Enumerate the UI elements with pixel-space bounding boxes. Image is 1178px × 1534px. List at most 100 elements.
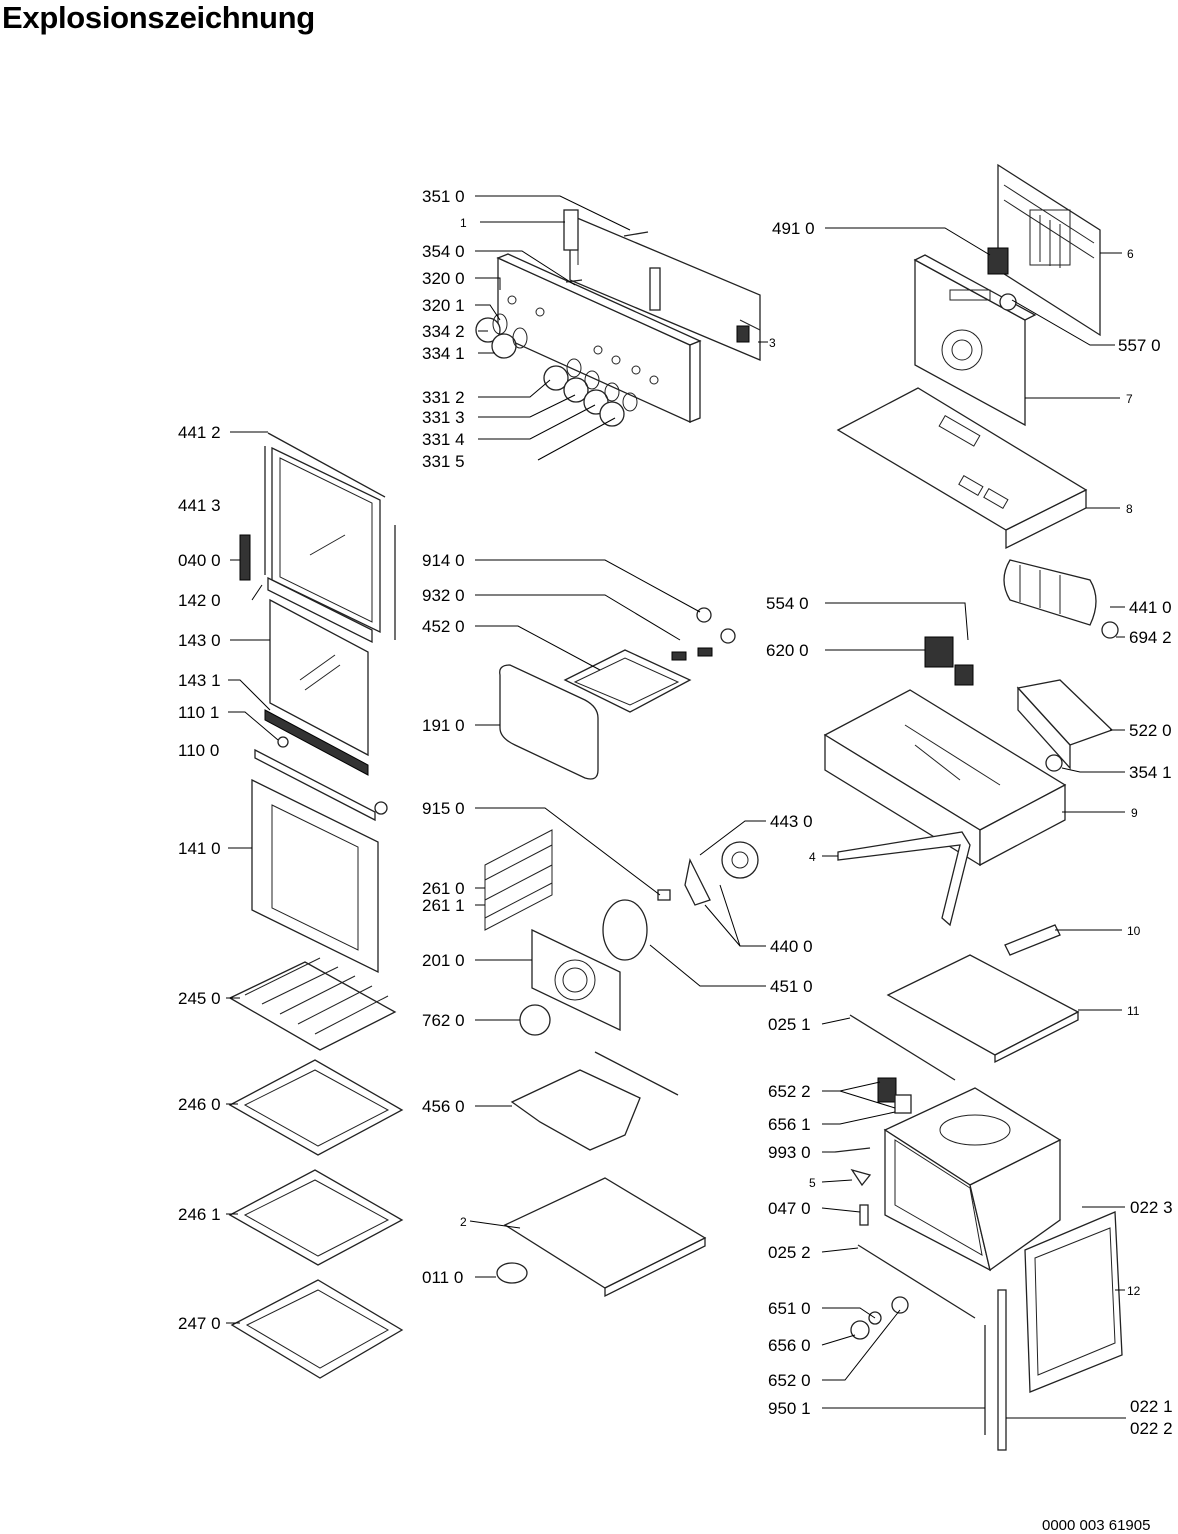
label-261-0: 261 0 — [422, 879, 465, 898]
door-strip-drawing — [254, 709, 388, 822]
base-plate-11-drawing — [849, 954, 1080, 1081]
label-334-1: 334 1 — [422, 344, 465, 363]
label-762-0: 762 0 — [422, 1011, 465, 1030]
label-441-3: 441 3 — [178, 496, 221, 515]
label-142-0: 142 0 — [178, 591, 221, 610]
label-652-2: 652 2 — [768, 1082, 811, 1101]
label-10: 10 — [1127, 924, 1141, 938]
bracket-4-drawing — [837, 831, 971, 927]
label-491-0: 491 0 — [772, 219, 815, 238]
label-320-1: 320 1 — [422, 296, 465, 315]
label-2: 2 — [460, 1215, 467, 1229]
wire-rack-drawing — [228, 957, 397, 1051]
label-351-0: 351 0 — [422, 187, 465, 206]
side-racks-drawing — [484, 829, 553, 931]
label-022-3: 022 3 — [1130, 1198, 1173, 1217]
door-frame-drawing — [239, 432, 396, 644]
label-022-1: 022 1 — [1130, 1397, 1173, 1416]
label-110-1: 110 1 — [178, 703, 219, 722]
label-201-0: 201 0 — [422, 951, 465, 970]
label-915-0: 915 0 — [422, 799, 465, 818]
label-040-0: 040 0 — [178, 551, 221, 570]
bottom-element-drawing — [510, 1051, 679, 1151]
label-557-0: 557 0 — [1118, 336, 1161, 355]
label-331-4: 331 4 — [422, 430, 465, 449]
trays-drawing — [228, 1059, 404, 1379]
inner-glass-drawing — [269, 598, 369, 757]
bracket-10-drawing — [1004, 924, 1061, 956]
label-334-2: 334 2 — [422, 322, 465, 341]
grill-element-drawing — [563, 607, 736, 713]
leader-lines — [226, 195, 1126, 1419]
label-246-1: 246 1 — [178, 1205, 221, 1224]
label-932-0: 932 0 — [422, 586, 465, 605]
label-441-0: 441 0 — [1129, 598, 1172, 617]
label-950-1: 950 1 — [768, 1399, 811, 1418]
label-191-0: 191 0 — [422, 716, 465, 735]
label-452-0: 452 0 — [422, 617, 465, 636]
label-456-0: 456 0 — [422, 1097, 465, 1116]
label-110-0: 110 0 — [178, 741, 219, 760]
label-5: 5 — [809, 1176, 816, 1190]
label-9: 9 — [1131, 806, 1138, 820]
document-number: 0000 003 61905 — [1042, 1517, 1151, 1534]
oven-cavity-drawing — [857, 1077, 1062, 1319]
label-451-0: 451 0 — [770, 977, 813, 996]
bottom-plate-drawing — [496, 1177, 707, 1298]
fan-cover-drawing — [519, 928, 621, 1036]
label-8: 8 — [1126, 502, 1133, 516]
label-261-1: 261 1 — [422, 896, 465, 915]
label-047-0: 047 0 — [768, 1199, 811, 1218]
knobs-drawing — [475, 313, 638, 427]
label-441-2: 441 2 — [178, 423, 221, 442]
rear-wall-drawing — [913, 247, 1037, 427]
label-143-1: 143 1 — [178, 671, 221, 690]
small-parts-drawing — [834, 1147, 1007, 1451]
label-914-0: 914 0 — [422, 551, 465, 570]
label-6: 6 — [1127, 247, 1134, 261]
label-12: 12 — [1127, 1284, 1141, 1298]
label-143-0: 143 0 — [178, 631, 221, 650]
label-354-1: 354 1 — [1129, 763, 1172, 782]
label-011-0: 011 0 — [422, 1268, 463, 1287]
back-panel-drawing — [997, 163, 1101, 337]
label-1: 1 — [460, 216, 467, 230]
label-620-0: 620 0 — [766, 641, 809, 660]
tangential-fan-drawing — [1003, 559, 1119, 639]
label-331-2: 331 2 — [422, 388, 465, 407]
label-554-0: 554 0 — [766, 594, 809, 613]
label-656-0: 656 0 — [768, 1336, 811, 1355]
label-025-2: 025 2 — [768, 1243, 811, 1262]
oven-gasket-drawing — [499, 664, 599, 780]
label-245-0: 245 0 — [178, 989, 221, 1008]
outer-door-drawing — [251, 778, 379, 974]
label-652-0: 652 0 — [768, 1371, 811, 1390]
label-331-5: 331 5 — [422, 452, 465, 471]
label-7: 7 — [1126, 392, 1133, 406]
label-331-3: 331 3 — [422, 408, 465, 427]
door-side-12-drawing — [1024, 1211, 1123, 1393]
label-656-1: 656 1 — [768, 1115, 811, 1134]
frame-9-drawing — [823, 689, 1067, 867]
label-440-0: 440 0 — [770, 937, 813, 956]
control-unit-drawing — [1016, 679, 1114, 772]
label-4: 4 — [809, 850, 816, 864]
label-247-0: 247 0 — [178, 1314, 221, 1333]
label-141-0: 141 0 — [178, 839, 221, 858]
label-11: 11 — [1127, 1004, 1140, 1018]
label-022-2: 022 2 — [1130, 1419, 1173, 1438]
label-443-0: 443 0 — [770, 812, 813, 831]
label-246-0: 246 0 — [178, 1095, 221, 1114]
label-320-0: 320 0 — [422, 269, 465, 288]
label-522-0: 522 0 — [1129, 721, 1172, 740]
label-651-0: 651 0 — [768, 1299, 811, 1318]
switch-drawing — [924, 636, 974, 686]
label-354-0: 354 0 — [422, 242, 465, 261]
control-panel-drawing — [496, 209, 761, 424]
label-3: 3 — [769, 336, 776, 350]
part-labels: 351 0 1 354 0 320 0 320 1 334 2 334 1 33… — [178, 187, 1173, 1438]
top-panel-drawing — [836, 387, 1088, 550]
label-993-0: 993 0 — [768, 1143, 811, 1162]
label-025-1: 025 1 — [768, 1015, 811, 1034]
